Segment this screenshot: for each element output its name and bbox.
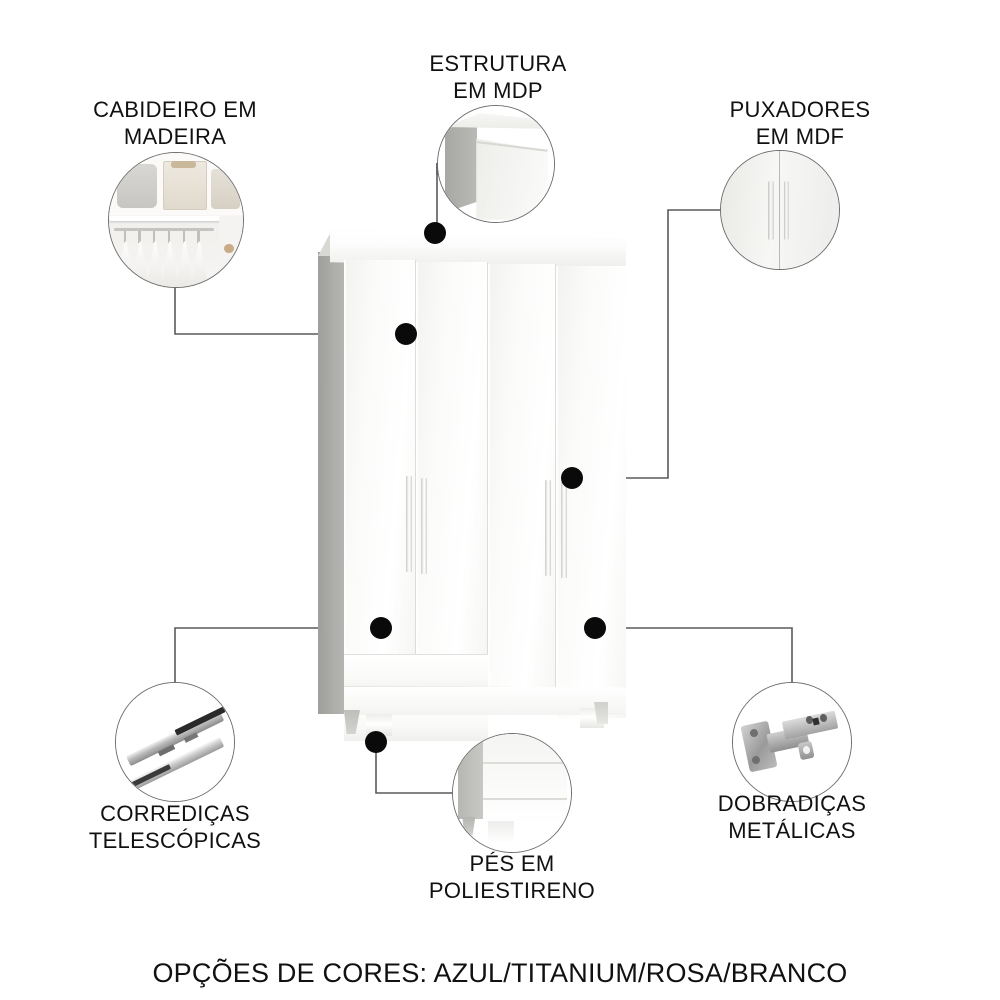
wardrobe-foot-right	[594, 702, 608, 724]
metal-hinge-icon	[733, 683, 851, 801]
wardrobe-door-1	[344, 260, 416, 654]
panel-corner-icon	[438, 106, 554, 222]
door-edge-highlight	[416, 262, 418, 659]
callout-dot-pes[interactable]	[365, 731, 387, 753]
leader-pes	[375, 742, 452, 794]
wardrobe-side-panel	[318, 252, 346, 714]
wardrobe-door-4	[556, 266, 626, 718]
door-edge-highlight	[556, 266, 558, 718]
door-handles-icon	[721, 151, 839, 269]
wardrobe-door-bank	[344, 254, 626, 741]
callout-inset-dobradicas	[732, 682, 852, 802]
callout-dot-dobradicas[interactable]	[584, 617, 606, 639]
callout-label-corredicas: CORREDIÇAS TELESCÓPICAS	[88, 801, 262, 853]
color-options-caption: OPÇÕES DE CORES: AZUL/TITANIUM/ROSA/BRAN…	[152, 958, 848, 988]
callout-label-estrutura: ESTRUTURA EM MDP	[429, 51, 567, 103]
wardrobe-foot-front	[366, 714, 392, 736]
door-handle-2	[421, 478, 427, 574]
callout-inset-corredicas	[115, 682, 235, 802]
door-handle-4	[561, 482, 567, 578]
wardrobe-door-3	[488, 264, 556, 712]
callout-inset-puxadores	[720, 150, 840, 270]
callout-label-cabideiro: CABIDEIRO EM MADEIRA	[93, 97, 257, 149]
callout-dot-corredicas[interactable]	[370, 617, 392, 639]
callout-label-dobradicas: DOBRADIÇAS METÁLICAS	[717, 791, 867, 843]
callout-inset-pes	[452, 733, 572, 853]
closet-rod-with-hangers-icon	[109, 153, 243, 287]
callout-dot-puxadores[interactable]	[561, 467, 583, 489]
door-handle-1	[406, 476, 412, 572]
door-handle-3	[545, 480, 551, 576]
callout-dot-cabideiro[interactable]	[395, 323, 417, 345]
wardrobe-door-2	[416, 262, 488, 659]
callout-label-puxadores: PUXADORES EM MDF	[729, 97, 871, 149]
callout-inset-cabideiro	[108, 152, 244, 288]
door-edge-highlight	[488, 264, 490, 712]
callout-label-pes: PÉS EM POLIESTIRENO	[428, 851, 596, 903]
door-edge-highlight	[344, 260, 346, 654]
wardrobe-foot-left	[344, 710, 360, 734]
telescopic-drawer-slide-icon	[116, 683, 234, 801]
callout-dot-estrutura[interactable]	[424, 222, 446, 244]
furniture-foot-icon	[453, 734, 571, 852]
callout-inset-estrutura	[437, 105, 555, 223]
